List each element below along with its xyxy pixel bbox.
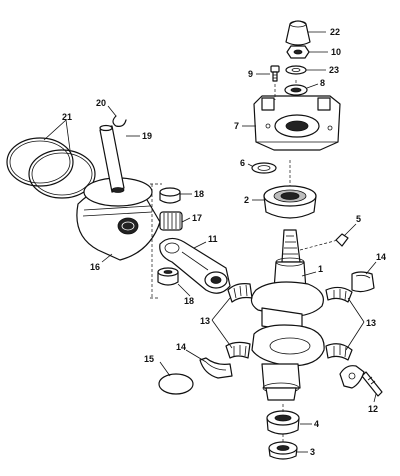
callout-5: 5 [356, 214, 361, 224]
callout-18-lower: 18 [184, 296, 194, 306]
part-9-screw [270, 65, 280, 82]
part-12-bolt [361, 371, 383, 397]
part-13-needle-bearing-lower-right [325, 343, 353, 361]
callout-19: 19 [142, 131, 152, 141]
part-13-needle-bearing-upper-left [227, 283, 253, 303]
part-13-needle-bearing-upper-right [325, 286, 353, 303]
callout-11: 11 [208, 234, 218, 244]
part-8-seal [284, 84, 308, 96]
part-10-nut [286, 45, 310, 59]
callout-3: 3 [310, 447, 315, 457]
part-1-crankshaft [250, 229, 325, 401]
part-14-bearing-shell-upper [351, 271, 375, 293]
part-21-piston-rings [6, 137, 96, 199]
callout-8: 8 [320, 78, 325, 88]
callout-10: 10 [331, 47, 341, 57]
part-18-washer-lower [157, 267, 179, 286]
part-14-bearing-shell-lower [199, 357, 233, 379]
callout-1: 1 [318, 264, 323, 274]
callout-17: 17 [192, 213, 202, 223]
part-22-cap [285, 20, 311, 46]
leader-lines [43, 31, 377, 453]
callout-labels: 22 10 23 9 8 7 6 2 5 1 14 11 12 13 13 14… [62, 27, 386, 457]
rod-cap [339, 365, 365, 389]
callout-16: 16 [90, 262, 100, 272]
callout-4: 4 [314, 419, 319, 429]
callout-13-left: 13 [200, 316, 210, 326]
alignment-lines [150, 80, 339, 442]
part-11-connecting-rod [159, 237, 231, 294]
part-15-disc [158, 373, 194, 395]
part-6-washer [251, 162, 277, 174]
callout-6: 6 [240, 158, 245, 168]
part-7-bearing-housing [253, 95, 341, 151]
part-2-ball-bearing [263, 185, 317, 219]
callout-23: 23 [329, 65, 339, 75]
part-19-wrist-pin [99, 124, 125, 193]
callout-13-right: 13 [366, 318, 376, 328]
callout-18-upper: 18 [194, 189, 204, 199]
part-17-needle-bearing [159, 211, 183, 231]
callout-14-lower: 14 [176, 342, 186, 352]
part-4-roller-bearing [266, 410, 300, 435]
callout-14-upper: 14 [376, 252, 386, 262]
callout-21: 21 [62, 112, 72, 122]
part-23-washer [285, 65, 307, 75]
part-13-needle-bearing-lower-left [225, 341, 251, 359]
part-20-retaining-ring [112, 115, 127, 127]
callout-2: 2 [244, 195, 249, 205]
part-3-seal [268, 441, 298, 460]
part-5-key [335, 233, 349, 247]
callout-7: 7 [234, 121, 239, 131]
part-18-washer-upper [159, 187, 181, 204]
callout-15: 15 [144, 354, 154, 364]
callout-9: 9 [248, 69, 253, 79]
callout-22: 22 [330, 27, 340, 37]
callout-12: 12 [368, 404, 378, 414]
callout-20: 20 [96, 98, 106, 108]
